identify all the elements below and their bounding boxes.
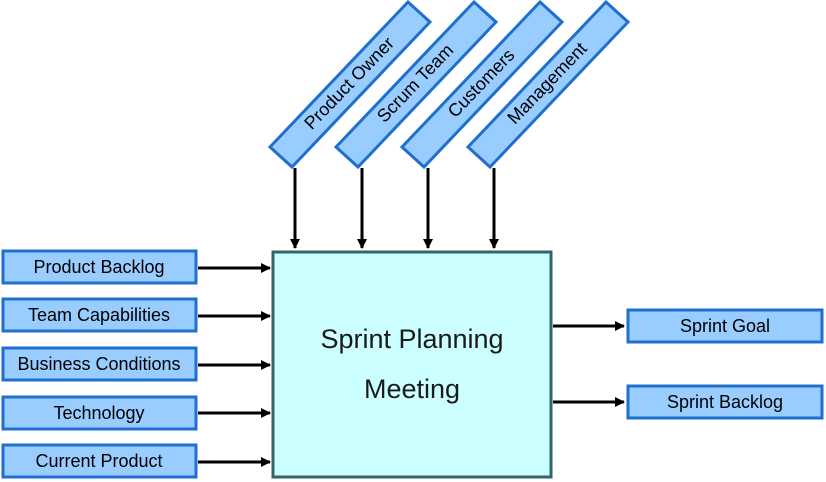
left-input-product-backlog: Product Backlog [1, 249, 198, 285]
output-sprint-goal: Sprint Goal [626, 308, 824, 344]
left-input-current-product: Current Product [1, 443, 198, 479]
output-label: Sprint Goal [680, 316, 770, 336]
left-input-business-conditions: Business Conditions [1, 346, 198, 382]
output-label: Sprint Backlog [667, 392, 783, 412]
left-input-label: Team Capabilities [28, 305, 170, 325]
left-input-technology: Technology [1, 395, 198, 431]
center-title-line1: Sprint Planning [320, 324, 503, 354]
left-input-label: Technology [53, 403, 144, 423]
center-title-line2: Meeting [364, 374, 460, 404]
output-sprint-backlog: Sprint Backlog [626, 384, 824, 420]
left-input-team-capabilities: Team Capabilities [1, 297, 198, 333]
sprint-planning-meeting-box: Sprint Planning Meeting [271, 250, 553, 479]
left-input-label: Current Product [35, 451, 162, 471]
left-input-label: Business Conditions [17, 354, 180, 374]
left-input-label: Product Backlog [33, 257, 164, 277]
